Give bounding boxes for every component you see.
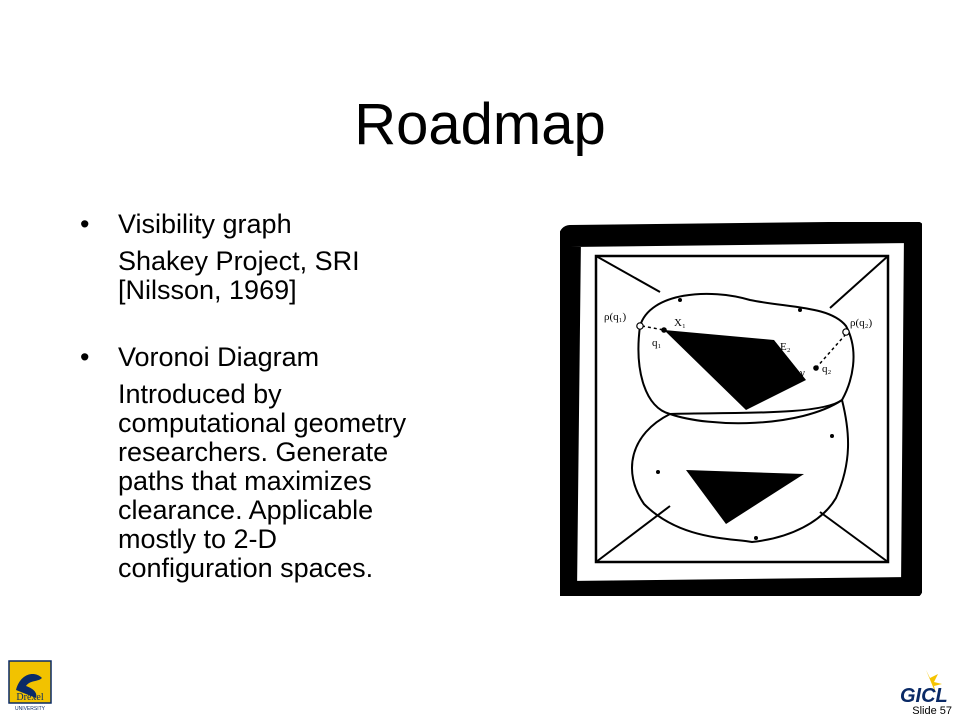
label-gamma: γ xyxy=(799,367,805,379)
detail-line: configuration spaces. xyxy=(118,553,374,583)
label-rho-q2: ρ(q₂) xyxy=(850,317,872,329)
bullet-detail: Shakey Project, SRI [Nilsson, 1969] xyxy=(118,247,500,305)
label-e2: E₂ xyxy=(780,341,791,353)
slide-body: • Visibility graph Shakey Project, SRI [… xyxy=(80,210,500,583)
slide-title: Roadmap xyxy=(354,92,606,157)
figure-frame xyxy=(560,222,922,596)
bullet-detail: Introduced by computational geometry res… xyxy=(118,380,500,583)
label-q1: q₁ xyxy=(652,337,662,349)
detail-line: Shakey Project, SRI xyxy=(118,246,360,276)
label-x1: X₁ xyxy=(674,317,686,329)
obstacle-lower xyxy=(686,470,804,524)
detail-line: mostly to 2-D xyxy=(118,524,278,554)
bullet-marker: • xyxy=(80,209,90,239)
svg-text:Drexel: Drexel xyxy=(16,692,43,703)
bullet-marker: • xyxy=(80,342,90,372)
detail-line: [Nilsson, 1969] xyxy=(118,275,297,305)
voronoi-edges xyxy=(595,255,889,563)
svg-text:GICL: GICL xyxy=(900,685,948,706)
voronoi-diagram-figure: ρ(q₁) ρ(q₂) q₁ q₂ X₁ E₂ γ xyxy=(560,222,922,596)
dashed-paths xyxy=(641,325,847,369)
bullet-label: Voronoi Diagram xyxy=(118,342,320,372)
detail-line: paths that maximizes xyxy=(118,466,372,496)
gicl-logo: GICL xyxy=(900,670,948,706)
bullet-visibility-graph: • Visibility graph xyxy=(80,210,500,239)
drexel-logo: Drexel UNIVERSITY xyxy=(8,660,52,712)
label-rho-q1: ρ(q₁) xyxy=(604,311,626,323)
detail-line: Introduced by xyxy=(118,379,282,409)
bullet-voronoi-diagram: • Voronoi Diagram xyxy=(80,343,500,372)
svg-text:UNIVERSITY: UNIVERSITY xyxy=(15,706,46,712)
figure-inner-boundary xyxy=(594,254,890,564)
bullet-label: Visibility graph xyxy=(118,209,292,239)
obstacle-upper xyxy=(664,330,806,410)
label-q2: q₂ xyxy=(822,363,832,375)
slide-number: Slide 57 xyxy=(912,705,952,717)
detail-line: researchers. Generate xyxy=(118,437,389,467)
graph-nodes xyxy=(636,298,850,540)
detail-line: clearance. Applicable xyxy=(118,495,374,525)
detail-line: computational geometry xyxy=(118,408,407,438)
